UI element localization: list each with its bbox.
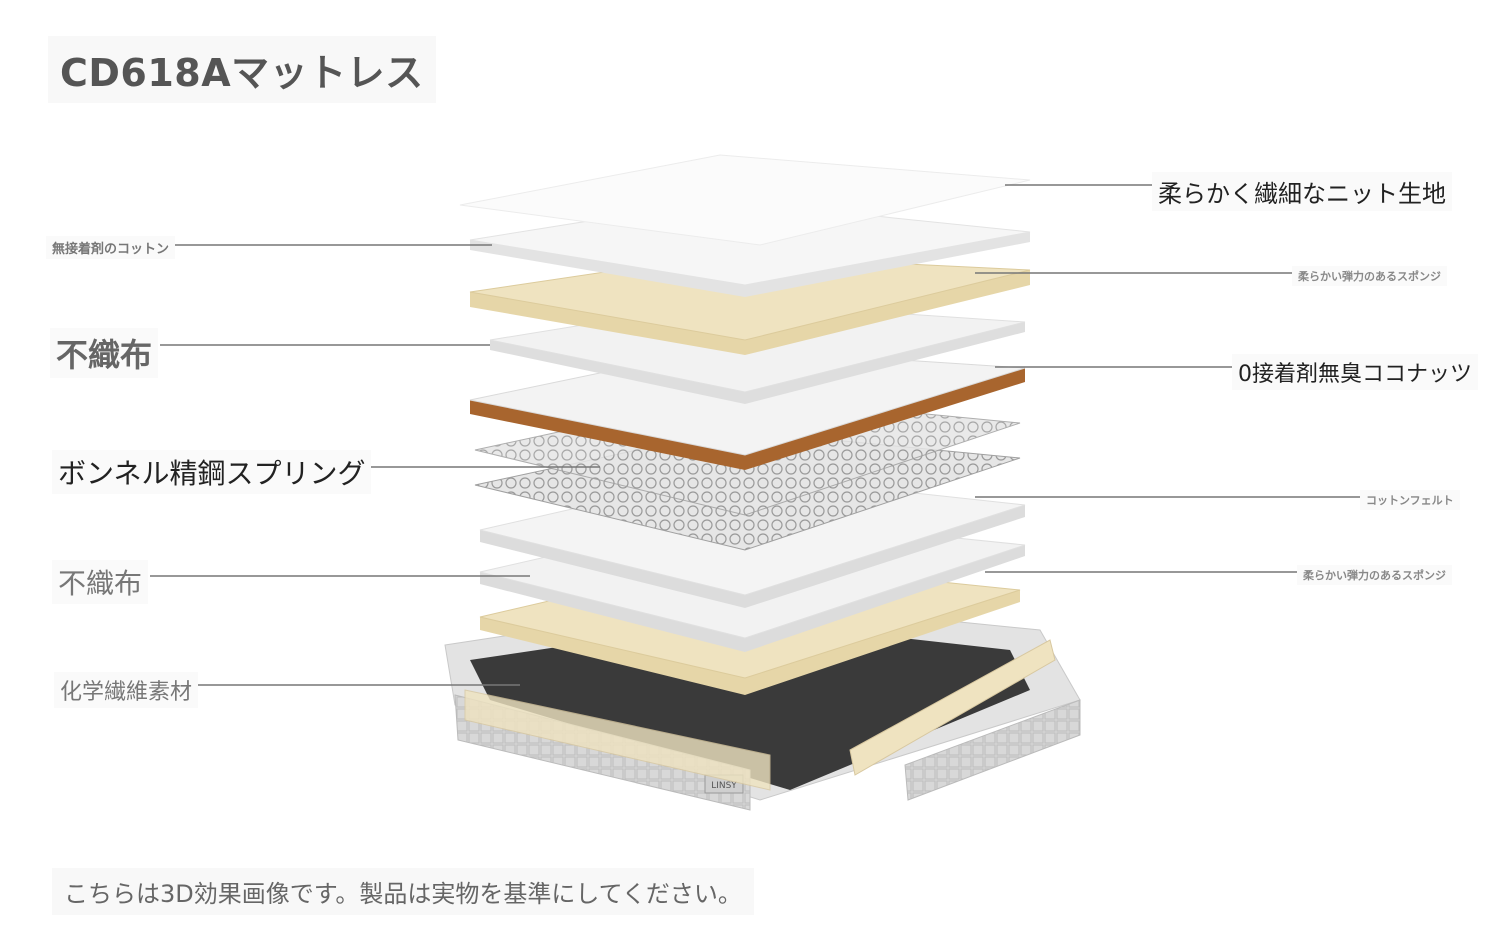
page-title: CD618Aマットレス: [48, 36, 436, 103]
label-nonadhesive-cotton: 無接着剤のコットン: [46, 236, 176, 259]
right-foam-strip: [849, 639, 1056, 776]
label-nonwoven-lower: 不織布: [52, 560, 149, 604]
layer-foam-top-edge: [470, 270, 1030, 355]
layer-cotton-edge: [470, 232, 1030, 297]
layer-foam-bottom-edge: [480, 590, 1020, 695]
label-cotton-felt: コットンフェルト: [1360, 490, 1460, 510]
label-bonnell-spring: ボンネル精鋼スプリング: [52, 450, 372, 494]
left-foam-strip: [464, 689, 771, 791]
label-coconut: 0接着剤無臭ココナッツ: [1232, 354, 1478, 390]
right-side-panel: [904, 699, 1081, 801]
label-elastic-sponge-lower: 柔らかい弾力のあるスポンジ: [1297, 565, 1452, 585]
layer-knit-fabric: [459, 154, 1031, 246]
disclaimer-footer: こちらは3D効果画像です。製品は実物を基準にしてください。: [52, 868, 754, 915]
label-elastic-sponge-upper: 柔らかい弾力のあるスポンジ: [1292, 266, 1447, 286]
layer-nonwoven-upper-edge: [490, 322, 1025, 404]
label-knit-fabric: 柔らかく繊細なニット生地: [1152, 172, 1452, 211]
brand-tag-text: LINSY: [711, 781, 737, 791]
mattress-layer-stack: [459, 154, 1031, 695]
label-nonwoven-upper: 不織布: [50, 328, 159, 378]
label-chemical-fiber: 化学繊維素材: [54, 672, 199, 708]
